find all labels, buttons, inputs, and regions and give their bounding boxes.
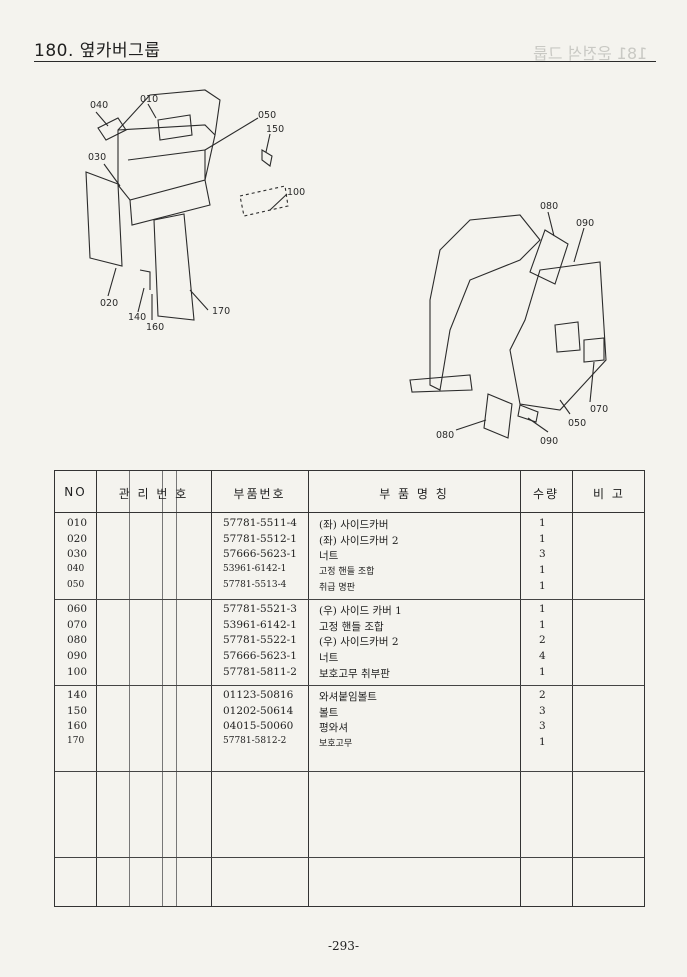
- row-part-number: 53961-6142-1: [223, 618, 297, 631]
- callout-label: 040: [90, 100, 108, 111]
- row-quantity: 3: [539, 548, 546, 561]
- callout-label: 050: [568, 418, 586, 429]
- column-header-mgmt-no: 관 리 번 호: [118, 487, 189, 501]
- left-cover-assembly: [85, 89, 289, 321]
- row-part-number: 01202-50614: [223, 704, 294, 717]
- column-header-remark: 비 고: [593, 487, 625, 501]
- exploded-parts-diagram: 040 010 050 150 030 100 020 140 160 170 …: [85, 89, 608, 447]
- row-quantity: 1: [539, 736, 546, 749]
- row-part-name: 평와셔: [319, 722, 348, 735]
- row-part-name: 너트: [319, 652, 339, 665]
- callout-label: 010: [140, 94, 158, 105]
- callout-label: 160: [146, 322, 164, 333]
- callout-label: 070: [590, 404, 608, 415]
- row-part-name: 너트: [319, 550, 339, 563]
- callout-label: 170: [212, 306, 230, 317]
- row-part-number: 57781-5521-3: [223, 603, 297, 615]
- row-number: 050: [67, 579, 85, 590]
- row-quantity: 2: [539, 689, 546, 701]
- row-quantity: 1: [539, 517, 546, 529]
- row-number: 140: [67, 689, 88, 701]
- callout-label: 100: [287, 187, 305, 198]
- row-part-number: 57781-5512-1: [223, 532, 297, 545]
- row-part-name: 고정 핸들 조합: [319, 620, 384, 633]
- row-part-name: (좌) 사이드카버 2: [319, 534, 399, 547]
- row-quantity: 2: [539, 634, 546, 647]
- row-number: 080: [67, 634, 88, 647]
- callout-label: 020: [100, 298, 118, 309]
- row-part-name: 보호고무: [319, 739, 353, 750]
- row-number: 150: [67, 704, 88, 717]
- callout-label: 140: [128, 312, 146, 323]
- row-number: 170: [67, 736, 85, 747]
- row-number: 090: [67, 650, 88, 663]
- callout-label: 030: [88, 152, 106, 163]
- row-part-number: 53961-6142-1: [223, 564, 287, 575]
- row-part-number: 57781-5811-2: [223, 665, 297, 678]
- parts-table: NO 관 리 번 호 부품번호 부 품 명 칭 수량 비 고 010 57781-…: [54, 470, 645, 907]
- row-number: 020: [67, 532, 88, 545]
- page-number: -293-: [327, 939, 359, 953]
- callout-label: 090: [576, 218, 594, 229]
- row-quantity: 1: [539, 665, 546, 678]
- row-quantity: 1: [539, 603, 546, 615]
- callout-label: 090: [540, 436, 558, 447]
- row-part-name: 보호고무 취부판: [319, 667, 390, 680]
- row-quantity: 1: [539, 564, 546, 577]
- column-header-part-name: 부 품 명 칭: [379, 487, 449, 501]
- row-part-name: (좌) 사이드카버: [319, 519, 389, 531]
- row-part-name: (우) 사이드카버 2: [319, 636, 399, 649]
- callout-label: 050: [258, 110, 276, 121]
- row-quantity: 3: [539, 704, 546, 717]
- row-part-name: 고정 핸들 조합: [319, 567, 375, 578]
- row-part-number: 57666-5623-1: [223, 548, 297, 561]
- page-title: 180. 옆카버그룹: [34, 41, 161, 61]
- column-header-part-no: 부품번호: [233, 487, 286, 501]
- row-number: 010: [67, 517, 88, 529]
- row-part-name: (우) 사이드 카버 1: [319, 605, 402, 617]
- row-number: 070: [67, 618, 88, 631]
- right-cover-assembly: [409, 211, 607, 439]
- title-rule: [34, 61, 656, 62]
- column-header-no: NO: [64, 485, 87, 499]
- row-part-number: 01123-50816: [223, 689, 294, 701]
- row-part-number: 04015-50060: [223, 720, 294, 733]
- callout-label: 080: [436, 430, 454, 441]
- row-number: 160: [67, 720, 88, 733]
- diagram-callouts: 040 010 050 150 030 100 020 140 160 170 …: [88, 94, 608, 447]
- row-part-number: 57666-5623-1: [223, 650, 297, 663]
- row-part-number: 57781-5511-4: [223, 517, 297, 529]
- callout-label: 080: [540, 201, 558, 212]
- row-number: 040: [67, 564, 85, 575]
- row-part-number: 57781-5522-1: [223, 634, 297, 647]
- row-part-number: 57781-5513-4: [223, 579, 287, 590]
- row-part-name: 와셔붙임볼트: [319, 691, 377, 703]
- row-quantity: 1: [539, 532, 546, 545]
- row-quantity: 4: [539, 650, 546, 663]
- row-number: 100: [67, 665, 88, 678]
- row-quantity: 1: [539, 579, 546, 592]
- row-quantity: 1: [539, 618, 546, 631]
- row-part-name: 볼트: [319, 706, 339, 719]
- callout-label: 150: [266, 124, 284, 135]
- row-part-name: 취급 명판: [319, 582, 355, 593]
- row-number: 030: [67, 548, 88, 561]
- row-quantity: 3: [539, 720, 546, 733]
- column-header-qty: 수량: [532, 487, 560, 501]
- row-number: 060: [67, 603, 88, 615]
- row-part-number: 57781-5812-2: [223, 736, 287, 747]
